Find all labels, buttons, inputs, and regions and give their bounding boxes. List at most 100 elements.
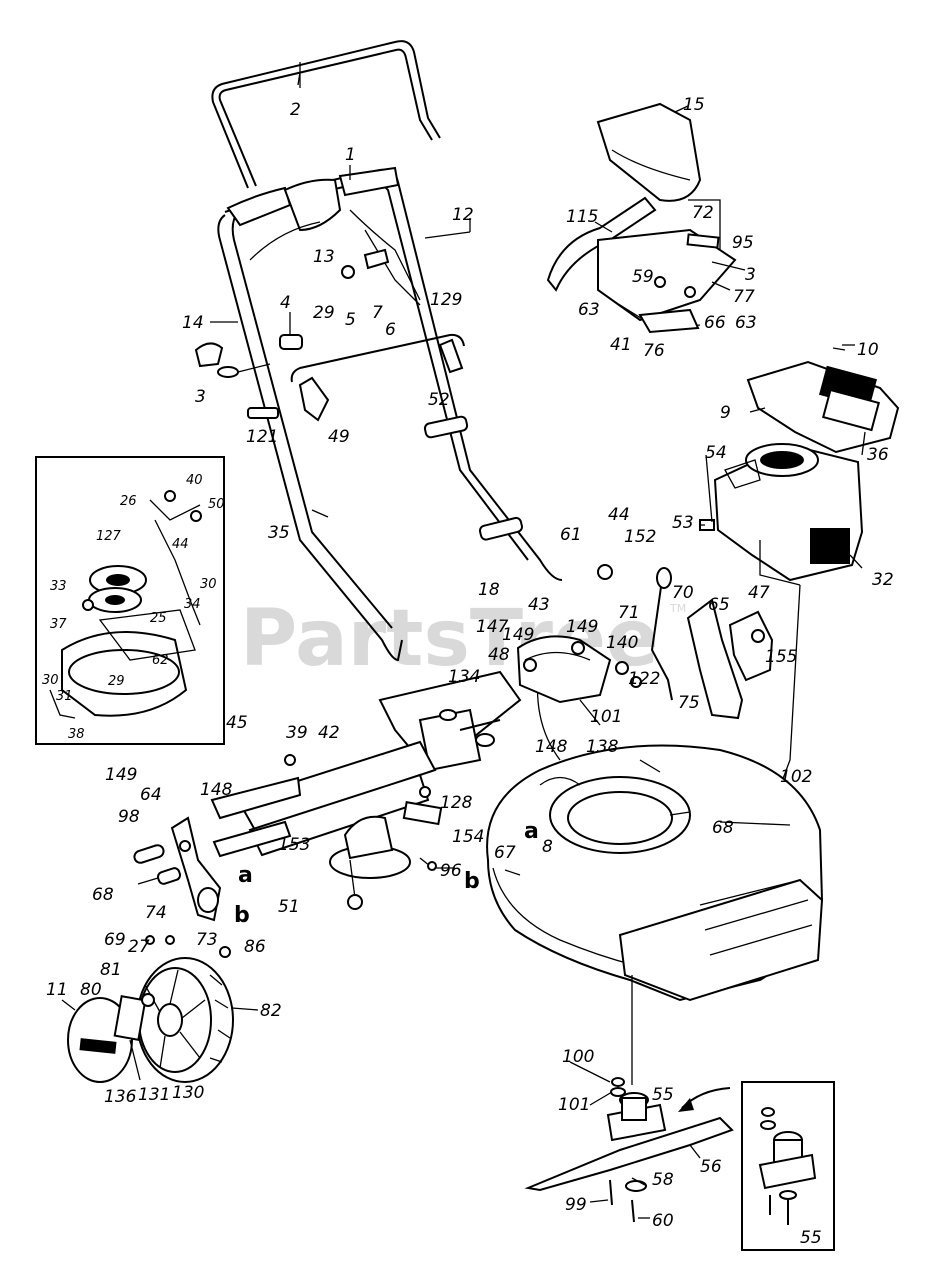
callout-36: 36: [867, 445, 889, 465]
callout-68-right: 68: [712, 818, 734, 838]
callout-4: 4: [280, 293, 291, 313]
callout-15: 15: [683, 95, 705, 115]
callout-82: 82: [260, 1001, 282, 1021]
callout-18: 18: [478, 580, 500, 600]
callout-68-left: 68: [92, 885, 114, 905]
callout-33: 33: [50, 579, 67, 594]
callout-54: 54: [705, 443, 727, 463]
callout-10: 10: [857, 340, 879, 360]
callout-138: 138: [586, 737, 619, 757]
callout-98: 98: [118, 807, 140, 827]
height-adjuster: [516, 635, 612, 726]
callout-70: 70: [672, 583, 694, 603]
callout-128: 128: [440, 793, 473, 813]
callout-3-left: 3: [195, 387, 206, 407]
chassis-frame: [210, 670, 522, 858]
callout-51: 51: [278, 897, 300, 917]
callout-147: 147: [476, 617, 509, 637]
callout-64: 64: [140, 785, 162, 805]
callout-29: 29: [313, 303, 335, 323]
front-wheel-arm: [133, 816, 231, 958]
callout-152: 152: [624, 527, 656, 547]
callout-75: 75: [678, 693, 700, 713]
callout-59: 59: [632, 267, 654, 287]
callout-6: 6: [385, 320, 396, 340]
callout-29-inset: 29: [108, 674, 125, 689]
callout-61: 61: [560, 525, 582, 545]
callout-7: 7: [372, 303, 383, 323]
callout-55-inset: 55: [800, 1228, 822, 1248]
control-bail: [194, 209, 471, 419]
callout-99: 99: [565, 1195, 587, 1215]
callout-58: 58: [652, 1170, 674, 1190]
callout-13: 13: [313, 247, 335, 267]
callout-9: 9: [720, 403, 731, 423]
callout-60: 60: [652, 1211, 674, 1231]
callout-50: 50: [208, 497, 225, 512]
callout-63-left: 63: [578, 300, 600, 320]
callout-115: 115: [566, 207, 598, 227]
callout-1: 1: [345, 145, 356, 165]
ref-letter-b-right: b: [464, 869, 480, 894]
mower-deck: [486, 744, 824, 1002]
callout-48: 48: [488, 645, 510, 665]
callout-42: 42: [318, 723, 340, 743]
callout-149-c: 149: [105, 765, 137, 785]
callout-27: 27: [128, 937, 150, 957]
callout-122: 122: [628, 669, 660, 689]
inset-drive-assembly: [35, 456, 225, 745]
callout-121: 121: [246, 427, 278, 447]
callout-26: 26: [120, 494, 137, 509]
callout-44-top: 44: [608, 505, 630, 525]
callout-101-mid: 101: [590, 707, 622, 727]
inset-blade-adapter: [741, 1081, 835, 1251]
upper-handle: [211, 40, 441, 189]
drive-pulley: [329, 815, 437, 910]
ref-letter-a-left: a: [238, 863, 253, 888]
callout-49: 49: [328, 427, 350, 447]
callouts: 2 1 12 13 29 5 7 6 129 4 14 3 121 49 52 …: [42, 95, 894, 1248]
callout-69: 69: [104, 930, 126, 950]
callout-71: 71: [618, 603, 640, 623]
callout-14: 14: [182, 313, 204, 333]
callout-32: 32: [872, 570, 894, 590]
callout-44-inset: 44: [172, 537, 189, 552]
callout-8: 8: [542, 837, 553, 857]
callout-3-right: 3: [745, 265, 756, 285]
callout-37: 37: [50, 617, 67, 632]
callout-73: 73: [196, 930, 218, 950]
callout-52: 52: [428, 390, 450, 410]
callout-127: 127: [96, 529, 122, 544]
callout-43: 43: [528, 595, 550, 615]
callout-38: 38: [68, 727, 85, 742]
callout-76: 76: [643, 341, 665, 361]
callout-66: 66: [704, 313, 726, 333]
wheel-assembly: [67, 957, 234, 1083]
callout-40: 40: [186, 473, 203, 488]
callout-129: 129: [430, 290, 462, 310]
throttle-control: [597, 564, 774, 720]
callout-31: 31: [56, 689, 73, 704]
callout-74: 74: [145, 903, 167, 923]
handle-assembly: [217, 166, 563, 662]
callout-34: 34: [184, 597, 201, 612]
callout-86: 86: [244, 937, 266, 957]
callout-80: 80: [80, 980, 102, 1000]
discharge-chute-assembly: [546, 102, 746, 334]
callout-63-right: 63: [735, 313, 757, 333]
callout-55-main: 55: [652, 1085, 674, 1105]
callout-140: 140: [606, 633, 638, 653]
callout-53: 53: [672, 513, 694, 533]
callout-39: 39: [286, 723, 308, 743]
callout-65: 65: [708, 595, 730, 615]
callout-96: 96: [440, 861, 462, 881]
ref-letter-b-left: b: [234, 903, 250, 928]
engine: [699, 347, 900, 586]
callout-81: 81: [100, 960, 122, 980]
callout-62: 62: [152, 653, 169, 668]
callout-155: 155: [765, 647, 797, 667]
watermark-trademark: TM: [669, 602, 686, 615]
callout-45: 45: [226, 713, 248, 733]
callout-56: 56: [700, 1157, 722, 1177]
